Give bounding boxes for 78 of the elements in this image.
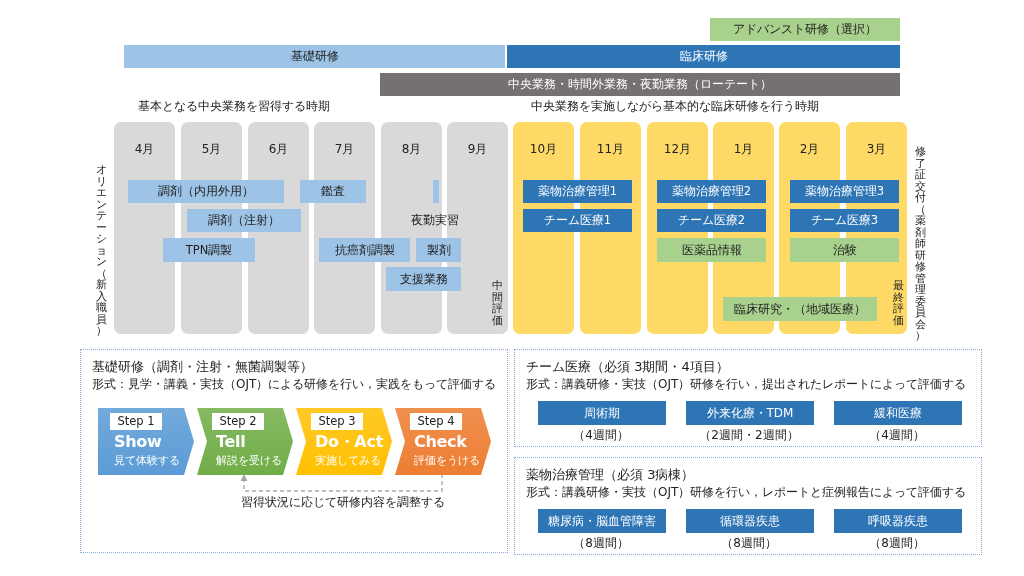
step-title: Show xyxy=(114,432,162,452)
month-label: 8月 xyxy=(400,142,423,157)
vertical-caption: 修了証交付（薬剤師研修管理委員会） xyxy=(914,146,926,342)
period-caption: 中央業務を実施しながら基本的な臨床研修を行う時期 xyxy=(531,99,820,114)
panel-title: 薬物治療管理（必須 3病棟） xyxy=(526,467,695,483)
duration-label: （8週間） xyxy=(572,536,630,551)
training-item: 鑑査 xyxy=(300,180,366,203)
training-item: 抗癌剤調製 xyxy=(319,238,410,262)
step-label: Step 4 xyxy=(410,413,462,430)
program-panel xyxy=(80,349,508,553)
process-step xyxy=(197,408,293,475)
panel-title: チーム医療（必須 3期間・4項目） xyxy=(526,359,729,375)
phase-header: 中央業務・時間外業務・夜勤業務（ローテート） xyxy=(380,73,900,96)
step-title: Tell xyxy=(216,432,246,452)
training-item: TPN調製 xyxy=(163,238,255,262)
duration-label: （4週間） xyxy=(868,428,926,443)
month-label: 2月 xyxy=(798,142,821,157)
duration-label: （4週間） xyxy=(572,428,630,443)
month-label: 9月 xyxy=(466,142,489,157)
phase-header: 臨床研修 xyxy=(507,45,900,68)
rotation-item: 外来化療・TDM xyxy=(686,401,814,425)
panel-subtitle: 形式：講義研修・実技（OJT）研修を行い，レポートと症例報告によって評価する xyxy=(526,485,967,500)
step-caption: 評価をうける xyxy=(414,454,480,468)
panel-subtitle: 形式：講義研修・実技（OJT）研修を行い，提出されたレポートによって評価する xyxy=(526,377,967,392)
panel-subtitle: 形式：見学・講義・実技（OJT）による研修を行い，実践をもって評価する xyxy=(92,377,497,392)
shift-note: 夜勤実習 xyxy=(410,213,460,228)
rotation-item: 呼吸器疾患 xyxy=(834,509,962,533)
duration-label: （8週間） xyxy=(720,536,778,551)
training-item: チーム医療3 xyxy=(790,209,899,232)
process-step xyxy=(98,408,194,475)
evaluation-note: 最終評価 xyxy=(892,280,904,326)
step-caption: 解説を受ける xyxy=(216,454,282,468)
rotation-item: 緩和医療 xyxy=(834,401,962,425)
process-step xyxy=(296,408,392,475)
step-caption: 実施してみる xyxy=(315,454,381,468)
rotation-item: 周術期 xyxy=(538,401,666,425)
training-item: 調剤（内用外用） xyxy=(128,180,284,203)
month-label: 1月 xyxy=(732,142,755,157)
training-item: 薬物治療管理1 xyxy=(523,180,632,203)
rotation-item: 循環器疾患 xyxy=(686,509,814,533)
training-item: 臨床研究・（地域医療） xyxy=(723,297,877,321)
month-label: 5月 xyxy=(200,142,223,157)
training-item: 医薬品情報 xyxy=(657,238,766,262)
step-label: Step 1 xyxy=(110,413,162,430)
rotation-item: 糖尿病・脳血管障害 xyxy=(538,509,666,533)
month-label: 12月 xyxy=(662,142,693,157)
phase-header: 基礎研修 xyxy=(124,45,505,68)
evaluation-note: 中間評価 xyxy=(491,280,503,326)
feedback-arrow xyxy=(240,473,443,492)
period-bar xyxy=(433,180,439,203)
step-caption: 見て体験する xyxy=(114,454,180,468)
month-label: 3月 xyxy=(865,142,888,157)
training-item: 薬物治療管理2 xyxy=(657,180,766,203)
month-label: 6月 xyxy=(267,142,290,157)
process-step xyxy=(395,408,491,475)
panel-title: 基礎研修（調剤・注射・無菌調製等） xyxy=(92,359,313,375)
training-item: 支援業務 xyxy=(386,267,461,291)
training-item: 製剤 xyxy=(416,238,461,262)
program-panel xyxy=(514,457,982,555)
month-label: 10月 xyxy=(528,142,559,157)
step-label: Step 2 xyxy=(212,413,264,430)
step-label: Step 3 xyxy=(311,413,363,430)
phase-header: アドバンスト研修（選択） xyxy=(710,18,900,41)
step-title: Do・Act xyxy=(315,432,383,452)
step-title: Check xyxy=(414,432,467,452)
training-item: チーム医療1 xyxy=(523,209,632,232)
month-label: 7月 xyxy=(333,142,356,157)
training-item: チーム医療2 xyxy=(657,209,766,232)
training-item: 調剤（注射） xyxy=(187,209,301,232)
duration-label: （8週間） xyxy=(868,536,926,551)
duration-label: （2週間・2週間） xyxy=(698,428,800,443)
period-caption: 基本となる中央業務を習得する時期 xyxy=(138,99,331,114)
training-item: 治験 xyxy=(790,238,899,262)
vertical-caption: オリエンテーション（新入職員） xyxy=(95,164,107,337)
month-label: 11月 xyxy=(595,142,626,157)
training-item: 薬物治療管理3 xyxy=(790,180,899,203)
program-panel xyxy=(514,349,982,447)
month-label: 4月 xyxy=(133,142,156,157)
